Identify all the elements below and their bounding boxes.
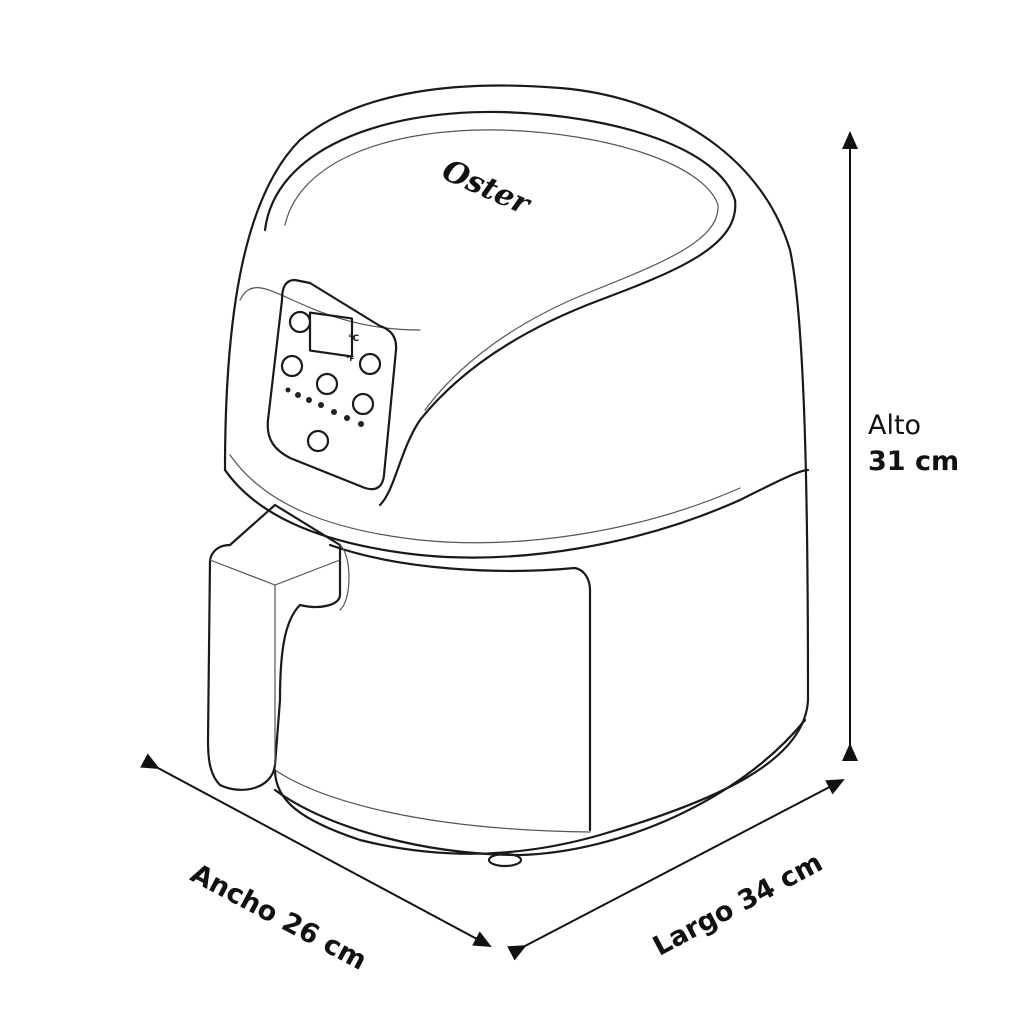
base: [273, 718, 807, 857]
menu-button[interactable]: [351, 392, 375, 416]
display-unit-c: °C: [348, 334, 360, 344]
display-unit-f: °F: [346, 355, 355, 363]
preset-icons: [285, 387, 364, 427]
temperature-button[interactable]: [280, 354, 304, 378]
height-value: 31 cm: [868, 446, 960, 477]
timer-button[interactable]: [315, 372, 339, 396]
up-button[interactable]: [288, 310, 312, 334]
basket-front: [328, 543, 592, 832]
power-button[interactable]: [306, 429, 330, 453]
handle: [206, 503, 342, 791]
length-arrow: [507, 779, 845, 961]
height-label: Alto: [868, 410, 922, 441]
control-panel: [266, 278, 398, 491]
lid-seam: [223, 468, 810, 559]
control-buttons: [280, 310, 382, 453]
down-button[interactable]: [358, 352, 382, 376]
lid-top: [263, 110, 737, 507]
width-arrow: [140, 753, 492, 947]
display-screen: [308, 311, 354, 358]
